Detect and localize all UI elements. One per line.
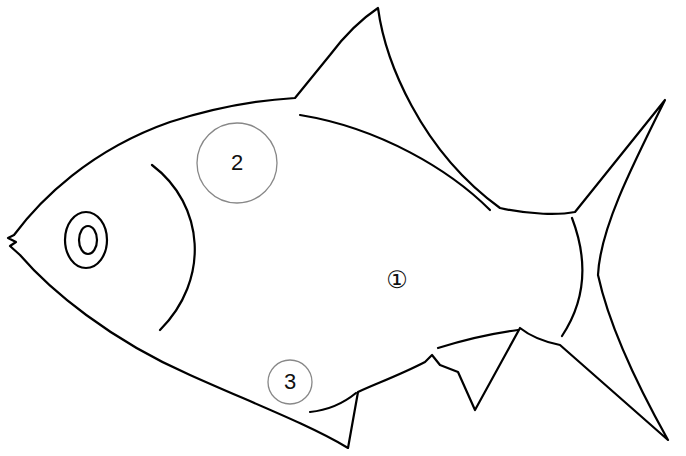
callout-circle: 3: [267, 359, 313, 405]
callout-number: 2: [231, 152, 243, 174]
callout-number: 3: [284, 371, 296, 393]
callout-circle: 2: [196, 122, 278, 204]
callout-number: ①: [386, 268, 408, 292]
